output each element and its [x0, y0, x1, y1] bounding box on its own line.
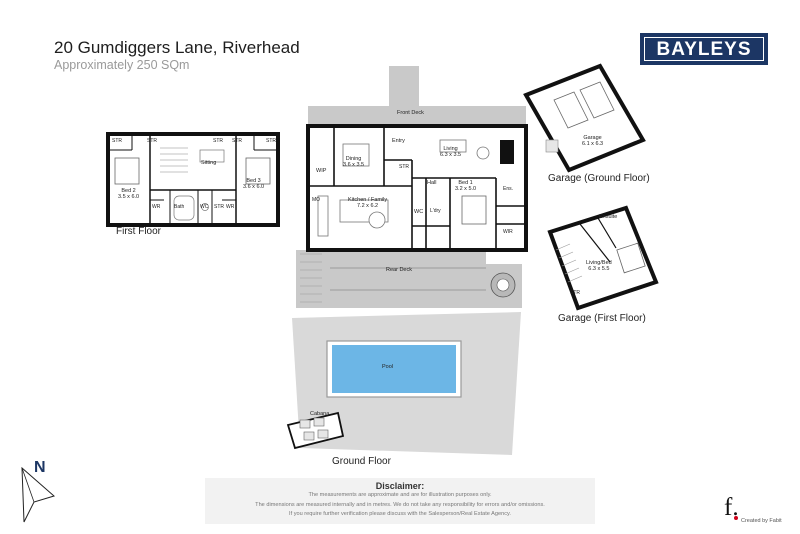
fireplace — [500, 140, 514, 164]
disclaimer-box: Disclaimer: The measurements are approxi… — [205, 478, 595, 524]
room-str-4: STR — [232, 138, 242, 144]
room-ensuite-garage: Ensuite — [599, 214, 618, 220]
north-letter: N — [34, 459, 46, 476]
ground-floor-plan — [286, 66, 528, 455]
room-hall: Hall — [427, 180, 437, 186]
room-entry: Entry — [392, 138, 405, 144]
property-area: Approximately 250 SQm — [54, 58, 190, 72]
room-wir: WIR — [503, 229, 513, 235]
room-laundry: L'dry — [430, 208, 441, 214]
garage-ground-floor-label: Garage (Ground Floor) — [548, 173, 650, 184]
pool-water — [332, 345, 456, 393]
room-str-2: STR — [147, 138, 157, 144]
room-wr-right: WR — [226, 204, 235, 210]
room-sitting: Sitting — [201, 160, 217, 166]
disclaimer-line-1: The measurements are approximate and are… — [308, 492, 492, 498]
room-mo: MO — [312, 197, 321, 203]
logo-text: BAYLEYS — [644, 37, 764, 61]
pool-label: Pool — [382, 364, 394, 370]
fabit-dot — [734, 516, 738, 520]
rear-deck-label: Rear Deck — [386, 267, 412, 273]
disclaimer-line-3: If you require further verification plea… — [289, 511, 511, 518]
disclaimer-title: Disclaimer: — [375, 481, 425, 491]
garage-first-floor-label: Garage (First Floor) — [558, 313, 646, 324]
room-str-6: STR — [214, 204, 224, 210]
room-bath: Bath — [174, 204, 185, 210]
fabit-credit: Created by Fabit — [741, 518, 782, 524]
room-str-3: STR — [213, 138, 223, 144]
room-str-5: STR — [266, 138, 276, 144]
ground-floor-label: Ground Floor — [332, 456, 391, 467]
north-arrow-icon — [21, 466, 56, 523]
disclaimer-line-2: The dimensions are measured internally a… — [255, 501, 545, 508]
rear-deck-area — [296, 250, 522, 308]
property-title: 20 Gumdiggers Lane, Riverhead — [54, 38, 300, 57]
room-str-1: STR — [112, 138, 122, 144]
garage-first-plan — [547, 205, 659, 311]
room-ensuite-ground: Ens. — [503, 186, 514, 192]
room-str-ground: STR — [399, 164, 409, 170]
room-wr-left: WR — [152, 204, 161, 210]
cabana-label: Cabana — [310, 411, 330, 417]
first-floor-label: First Floor — [116, 226, 161, 237]
room-wc-first: WC — [200, 204, 209, 210]
fabit-logo: f. — [724, 494, 739, 521]
first-floor-plan — [106, 132, 280, 227]
room-wc-ground: WC — [414, 209, 424, 215]
bayleys-logo: BAYLEYS — [640, 33, 768, 65]
path-block — [389, 66, 419, 108]
front-deck-label: Front Deck — [397, 110, 424, 116]
room-str-garage: STR — [570, 290, 580, 296]
garage-ground-plan — [523, 63, 646, 173]
room-wip: WIP — [316, 168, 327, 174]
